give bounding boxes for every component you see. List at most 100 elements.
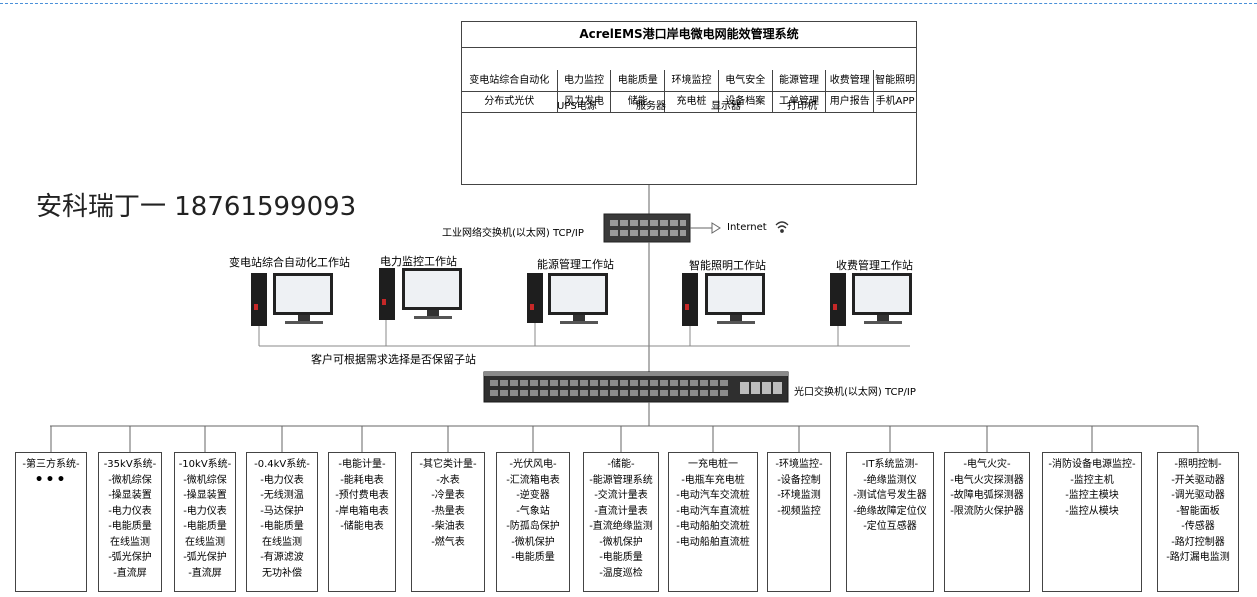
subsystem-item: -绝缘故障定位仪: [853, 505, 927, 517]
subsystem-item: -限流防火保护器: [950, 505, 1024, 517]
switch-port: [650, 390, 658, 396]
switch-port: [610, 390, 618, 396]
internet-arrow: [711, 222, 721, 234]
subsystem-item: -路灯控制器: [1171, 536, 1225, 548]
subsystem-title: -10kV系统-: [178, 459, 232, 470]
switch-port: [700, 380, 708, 386]
subsystem-item: -直流屏: [188, 567, 222, 579]
switch-port: [530, 380, 538, 386]
switch-port: [580, 390, 588, 396]
subsystem-item: -监控从模块: [1065, 505, 1119, 517]
management-system-panel: AcrelEMS港口岸电微电网能效管理系统 变电站综合自动化电力监控电能质量环境…: [461, 21, 917, 185]
workstation-substation: [251, 273, 333, 326]
switch-port: [510, 380, 518, 386]
subsystem-title: 一充电桩一: [688, 459, 738, 470]
switch-port: [690, 390, 698, 396]
subsystem-item: -逆变器: [516, 490, 550, 501]
module-cell: 充电桩: [665, 91, 719, 112]
switch-port: [630, 380, 638, 386]
workstation-billing: [830, 273, 912, 326]
subsystem-item: -燃气表: [431, 536, 465, 548]
workstation-power-monitor: [379, 268, 462, 320]
subsystem-box: -消防设备电源监控--监控主机-监控主模块-监控从模块: [1042, 452, 1142, 592]
subsystem-item: -弧光保护: [108, 552, 152, 563]
switch-port: [690, 380, 698, 386]
subsystem-item: -直流屏: [113, 567, 147, 579]
subsystem-box: -电气火灾- -电气火灾探测器 -故障电弧探测器 -限流防火保护器: [944, 452, 1030, 592]
switch-port: [590, 380, 598, 386]
switch-port: [660, 380, 668, 386]
switch-port: [700, 390, 708, 396]
subsystem-item: 在线监测: [110, 536, 150, 548]
module-cell: 电能质量: [611, 70, 666, 91]
switch-port: [670, 380, 678, 386]
subsystem-item: -电气火灾探测器: [950, 474, 1024, 486]
switch-port: [540, 390, 548, 396]
module-cell: 设备档案: [719, 91, 773, 112]
switch-port: [620, 380, 628, 386]
subsystem-box: -10kV系统--微机综保-操显装置-电力仪表-电能质量在线监测-弧光保护-直流…: [174, 452, 236, 592]
switch-port: [580, 380, 588, 386]
subsystem-item: •••: [34, 471, 68, 488]
subsystem-item: -能耗电表: [340, 474, 384, 486]
subsystem-item: -防孤岛保护: [506, 521, 560, 532]
module-cell: 风力发电: [558, 91, 612, 112]
workstation-label-billing: 收费管理工作站: [836, 259, 913, 272]
subsystem-item: -故障电弧探测器: [950, 490, 1024, 501]
subsystem-item: -电能质量: [183, 521, 227, 532]
subsystem-item: -弧光保护: [183, 552, 227, 563]
switch-port: [490, 380, 498, 386]
switch-port: [570, 390, 578, 396]
subsystem-title: -环境监控-: [775, 459, 823, 470]
subsystem-item: -冷量表: [431, 490, 465, 501]
subsystem-item: -有源滤波: [260, 552, 304, 563]
workstation-label-substation: 变电站综合自动化工作站: [229, 256, 350, 269]
subsystem-title: -消防设备电源监控-: [1048, 459, 1136, 470]
subsystem-title: -第三方系统-: [22, 459, 80, 470]
workstation-lighting: [682, 273, 765, 326]
subsystem-item: -预付费电表: [335, 490, 389, 501]
subsystem-item: -操显装置: [183, 490, 227, 501]
subsystem-item: -微机综保: [183, 474, 227, 486]
switch-port: [520, 390, 528, 396]
switch-port: [560, 390, 568, 396]
sfp-port: [751, 382, 760, 394]
subsystem-box: -电能计量--能耗电表-预付费电表-岸电箱电表-储能电表: [328, 452, 396, 592]
contact-text: 安科瑞丁一 18761599093: [36, 192, 357, 222]
subsystem-item: -绝缘监测仪: [863, 474, 917, 486]
switch-port: [640, 380, 648, 386]
internet-label: Internet: [727, 222, 767, 233]
subsystem-item: -电力仪表: [108, 505, 152, 517]
subsystem-item: -微机保护: [599, 536, 643, 548]
switch-port: [600, 390, 608, 396]
server-label: 服务器: [636, 101, 666, 112]
module-cell: 分布式光伏: [462, 91, 558, 112]
switch-port: [560, 380, 568, 386]
subsystem-box: -其它类计量--水表-冷量表-热量表-柴油表-燃气表: [411, 452, 485, 592]
subsystem-item: -定位互感器: [863, 521, 917, 532]
subsystem-item: -气象站: [516, 505, 550, 517]
sfp-port: [762, 382, 771, 394]
switch-port: [510, 390, 518, 396]
subsystem-item: -电动船舶交流桩: [676, 521, 750, 532]
switch-port: [590, 390, 598, 396]
optical-switch-device: [483, 371, 789, 403]
module-cell: 用户报告: [826, 91, 875, 112]
switch-port: [720, 380, 728, 386]
switch-port: [540, 380, 548, 386]
switch-port: [680, 390, 688, 396]
switch-port: [550, 380, 558, 386]
subsystem-item: -视频监控: [777, 505, 821, 517]
subsystem-item: -温度巡检: [599, 567, 643, 579]
subsystem-box: -环境监控--设备控制-环境监测-视频监控: [767, 452, 831, 592]
industrial-switch-device: [603, 213, 691, 243]
module-cell: 电力监控: [558, 70, 612, 91]
subsystem-box: -储能--能源管理系统-交流计量表-直流计量表-直流绝缘监测-微机保护-电能质量…: [583, 452, 659, 592]
subsystem-item: -直流计量表: [594, 505, 648, 517]
subsystem-item: -电瓶车充电桩: [681, 474, 745, 486]
subsystem-item: -岸电箱电表: [335, 505, 389, 517]
subsystem-item: -汇流箱电表: [506, 474, 560, 486]
subsystem-title: -电气火灾-: [963, 459, 1011, 470]
subsystem-box: 一充电桩一-电瓶车充电桩-电动汽车交流桩-电动汽车直流桩-电动船舶交流桩-电动船…: [668, 452, 758, 592]
switch-port: [710, 380, 718, 386]
